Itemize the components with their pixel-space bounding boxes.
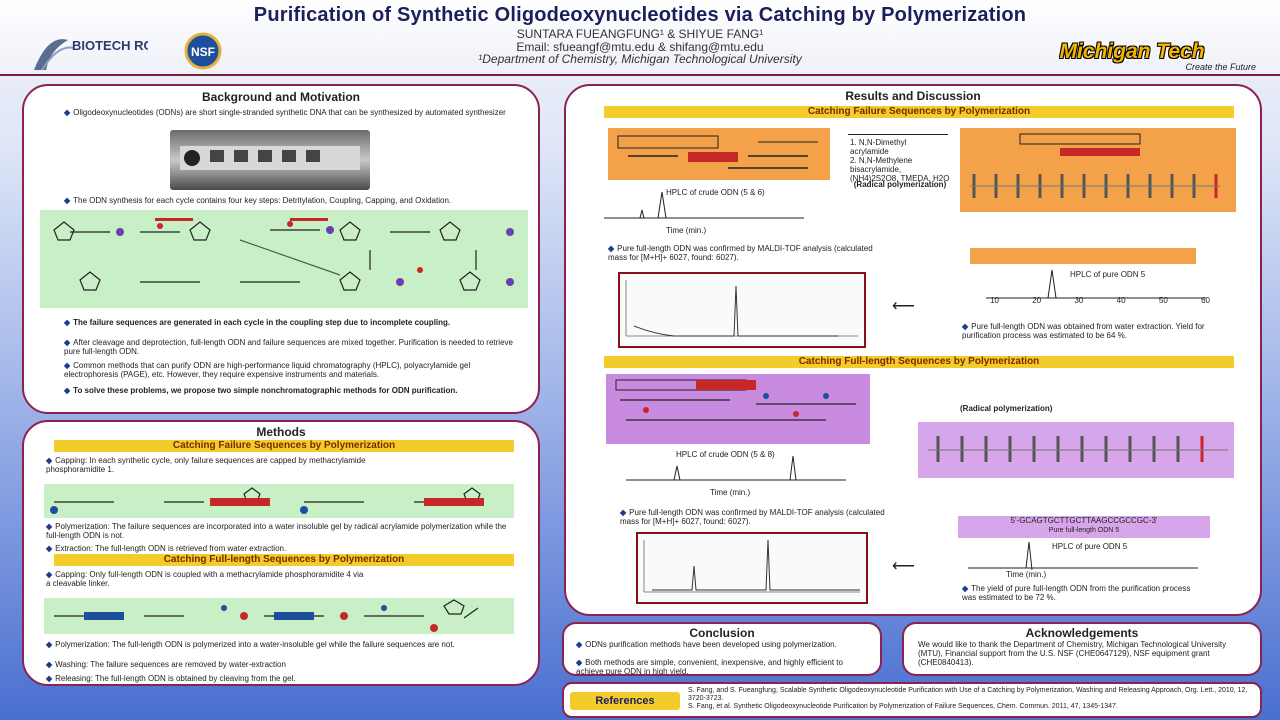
conclusion-bullet-1: ◆ODNs purification methods have been dev…	[576, 640, 837, 649]
hplc-pure-ticks-1: 10 20 30 40 50 60	[990, 296, 1210, 305]
biotech-logo: BIOTECH RC	[28, 30, 154, 74]
tick: 60	[1201, 296, 1210, 305]
sequence-box: 5'-GCAGTGCTTGCTTAAGCCGCCGC-3' Pure full-…	[958, 516, 1210, 538]
biotech-logo-text: BIOTECH RC	[72, 38, 148, 53]
tick: 20	[1032, 296, 1042, 305]
header-divider	[0, 74, 1280, 76]
references-label: References	[570, 692, 680, 710]
poster-title: Purification of Synthetic Oligodeoxynucl…	[253, 4, 1027, 26]
methods-bar-fulllength: Catching Full-length Sequences by Polyme…	[54, 554, 514, 566]
arrow-left-icon: ⟵	[892, 298, 915, 315]
poster-header: Purification of Synthetic Oligodeoxynucl…	[0, 0, 1280, 78]
maldi-spectrum-2	[636, 532, 868, 604]
methods-capping-2: ◆Capping: Only full-length ODN is couple…	[46, 570, 364, 588]
tick: 40	[1116, 296, 1126, 305]
background-title: Background and Motivation	[201, 90, 360, 104]
nsf-logo-text: NSF	[191, 45, 215, 59]
acknowledgements-text: We would like to thank the Department of…	[918, 640, 1227, 667]
methods-capping-1: ◆Capping: In each synthetic cycle, only …	[46, 456, 366, 474]
background-bullet-1: ◆Oligodeoxynucleotides (ODNs) are short …	[64, 108, 506, 117]
conclusion-bullet-2: ◆Both methods are simple, convenient, in…	[576, 658, 843, 676]
acknowledgements-title: Acknowledgements	[1025, 626, 1139, 640]
time-axis-label-2: Time (min.)	[710, 488, 751, 497]
reagent-step-2: 2. N,N-Methylene bisacrylamide, (NH4)2S2…	[850, 156, 950, 183]
methods-scheme-fulllength	[44, 598, 514, 634]
results-panel: Results and Discussion Catching Failure …	[564, 84, 1262, 616]
time-axis-label-3: Time (min.)	[1006, 570, 1047, 579]
poster-department: ¹Department of Chemistry, Michigan Techn…	[478, 52, 802, 66]
sequence-subtitle: Pure full-length ODN 5	[1048, 527, 1120, 534]
sequence-text: 5'-GCAGTGCTTGCTTAAGCCGCCGC-3'	[1010, 516, 1158, 525]
methods-polymerization-1: ◆Polymerization: The failure sequences a…	[46, 522, 507, 540]
hplc-crude-label: HPLC of crude ODN (5 & 6)	[666, 188, 765, 197]
michigan-tech-wordmark: Michigan Tech	[1059, 40, 1205, 63]
methods-extraction-1: ◆Extraction: The full-length ODN is retr…	[46, 544, 287, 553]
reference-2: S. Fang, et al. Synthetic Oligodeoxynucl…	[688, 703, 1118, 710]
crude-odn-structure	[608, 128, 830, 180]
background-bullet-5: ◆Common methods that can purify ODN are …	[64, 361, 471, 379]
synthesis-cycle-scheme	[40, 210, 528, 308]
pure-odn-structure-bar	[970, 248, 1196, 264]
fulllength-gel-scheme	[918, 422, 1234, 478]
poster-authors: SUNTARA FUEANGFUNG¹ & SHIYUE FANG¹	[516, 27, 764, 41]
references-panel: References S. Fang, and S. Fueangfung, S…	[562, 682, 1262, 718]
hplc-crude-chart	[598, 190, 808, 224]
results-title: Results and Discussion	[845, 89, 981, 103]
reference-1: S. Fang, and S. Fueangfung, Scalable Syn…	[688, 687, 1248, 702]
hplc-crude-label-2: HPLC of crude ODN (5 & 8)	[676, 450, 775, 459]
reaction-arrow	[848, 134, 948, 135]
methods-washing: ◆Washing: The failure sequences are remo…	[46, 660, 286, 669]
background-bullet-3: ◆The failure sequences are generated in …	[64, 318, 451, 327]
conclusion-title: Conclusion	[689, 626, 755, 640]
conclusion-panel: Conclusion ◆ODNs purification methods ha…	[562, 622, 882, 676]
michigan-tech-tagline: Create the Future	[1185, 62, 1256, 72]
hplc-pure-label-1: HPLC of pure ODN 5	[1070, 270, 1146, 279]
tick: 10	[990, 296, 999, 305]
nsf-logo: NSF	[168, 32, 238, 70]
failure-gel-scheme	[960, 128, 1236, 212]
fulllength-crude-structure	[606, 374, 870, 444]
hplc-crude-chart-2	[620, 454, 850, 488]
results-bar-failure: Catching Failure Sequences by Polymeriza…	[604, 106, 1234, 118]
yield-result-1: ◆Pure full-length ODN was obtained from …	[962, 322, 1205, 340]
arrow-left-icon: ⟵	[892, 558, 915, 575]
hplc-pure-chart-1	[980, 266, 1210, 306]
tick: 50	[1158, 296, 1168, 305]
yield-result-2: ◆The yield of pure full-length ODN from …	[962, 584, 1191, 602]
maldi-result-2: ◆Pure full-length ODN was confirmed by M…	[620, 508, 885, 526]
maldi-spectrum-1	[618, 272, 866, 348]
dna-synthesizer-photo	[170, 130, 370, 190]
results-bar-fulllength: Catching Full-length Sequences by Polyme…	[604, 356, 1234, 368]
methods-polymerization-2: ◆Polymerization: The full-length ODN is …	[46, 640, 455, 649]
methods-bar-failure: Catching Failure Sequences by Polymeriza…	[54, 440, 514, 452]
radical-polymerization-label: (Radical polymerization)	[960, 404, 1053, 413]
acknowledgements-panel: Acknowledgements We would like to thank …	[902, 622, 1262, 676]
reagent-step-1: 1. N,N-Dimethyl acrylamide	[850, 138, 907, 156]
time-axis-label-1: Time (min.)	[666, 226, 707, 235]
reagent-step-3: (Radical polymerization)	[853, 180, 947, 189]
background-panel: Background and Motivation ◆Oligodeoxynuc…	[22, 84, 540, 414]
poster-email: Email: sfueangf@mtu.edu & shifang@mtu.ed…	[516, 40, 764, 54]
hplc-pure-label-2: HPLC of pure ODN 5	[1052, 542, 1128, 551]
background-bullet-6: ◆To solve these problems, we propose two…	[64, 386, 458, 395]
hplc-pure-chart-2	[962, 540, 1202, 574]
maldi-result-1: ◆Pure full-length ODN was confirmed by M…	[608, 244, 873, 262]
methods-title: Methods	[256, 425, 306, 439]
tick: 30	[1074, 296, 1084, 305]
background-bullet-2: ◆The ODN synthesis for each cycle contai…	[64, 196, 452, 205]
methods-releasing: ◆Releasing: The full-length ODN is obtai…	[46, 674, 296, 683]
methods-scheme-failure	[44, 484, 514, 518]
michigan-tech-logo: Michigan Tech Create the Future	[1002, 40, 1262, 76]
methods-panel: Methods Catching Failure Sequences by Po…	[22, 420, 540, 686]
background-bullet-4: ◆After cleavage and deprotection, full-l…	[64, 338, 513, 356]
